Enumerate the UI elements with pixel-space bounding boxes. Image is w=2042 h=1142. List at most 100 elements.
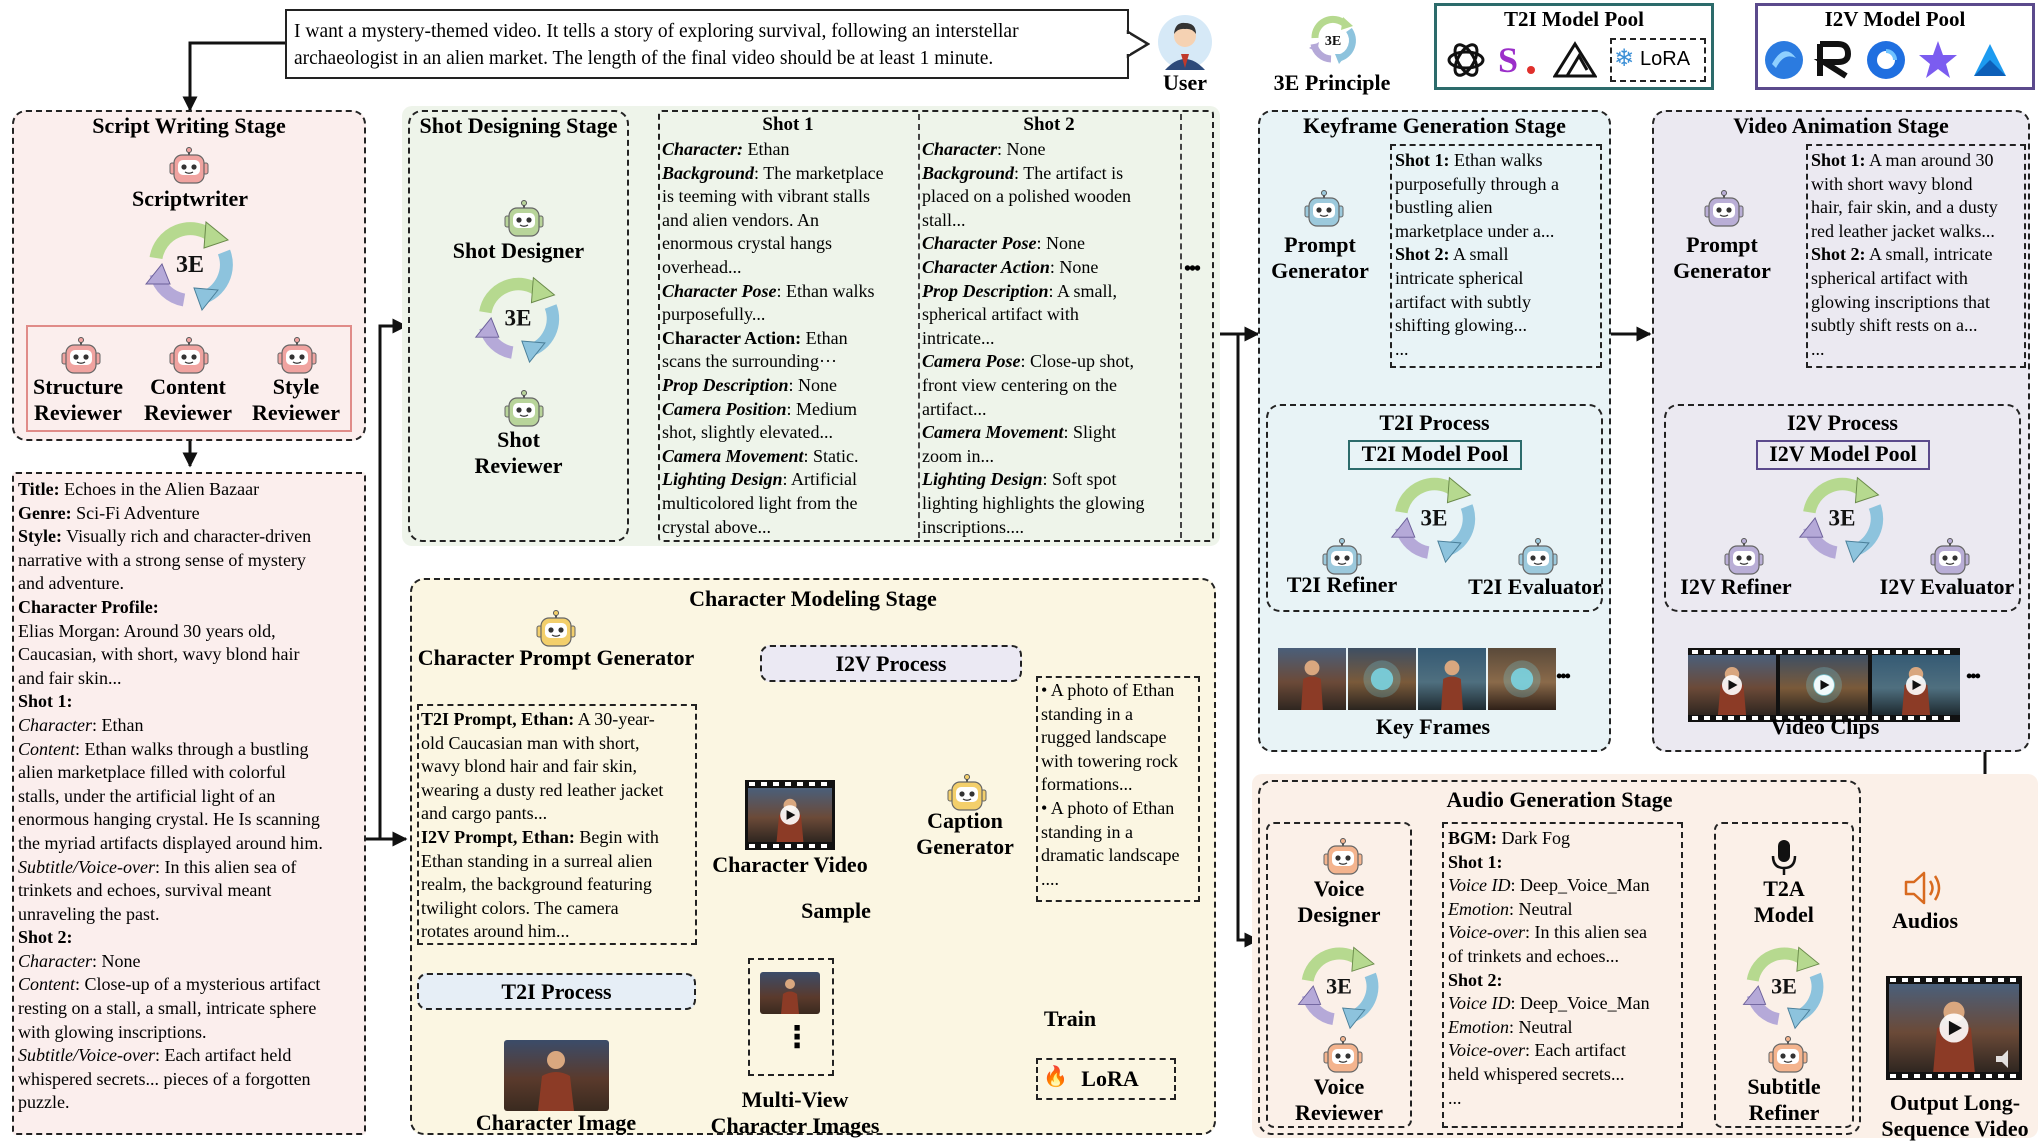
video-i2v-process-title: I2V Process	[1786, 410, 1898, 435]
text-run: Emotion	[1448, 1016, 1509, 1037]
i2v-model-logo-1-icon	[1765, 41, 1803, 79]
text-line: Voice ID: Deep_Voice_Man	[1448, 992, 1684, 1016]
text-run: stalls, under the artificial light of an	[18, 785, 276, 806]
t2a-model-label: T2A Model	[1714, 876, 1854, 928]
i2v-model-logo-4-icon	[1919, 41, 1957, 78]
text-run: Ethan walks	[1449, 150, 1543, 170]
text-line: Background: The marketplace	[662, 162, 918, 186]
character-image-label: Character Image	[475, 1110, 637, 1135]
flux-logo-icon	[1553, 41, 1597, 78]
text-run: purposefully...	[662, 304, 766, 325]
text-run: of trinkets and echoes...	[1448, 945, 1619, 966]
svg-text:3E: 3E	[1326, 973, 1352, 998]
caption-generator-label: Caption Generator	[900, 808, 1030, 860]
text-line: I2V Prompt, Ethan: Begin with	[421, 826, 699, 850]
text-run: rotates around him...	[421, 921, 570, 942]
text-line: rotates around him...	[421, 920, 699, 944]
character-prompt-text: T2I Prompt, Ethan: A 30-year-old Caucasi…	[421, 708, 699, 944]
video-model-pool-chip	[1756, 440, 1930, 470]
caption-line: rugged landscape	[1041, 727, 1167, 748]
text-run: intricate spherical	[1395, 267, 1524, 288]
text-line: lighting highlights the glowing	[922, 492, 1180, 516]
text-run: A 30-year-	[574, 709, 655, 729]
multiview-vertical-dots: ⋮	[782, 1020, 812, 1055]
shot-reviewer-robot-icon	[502, 390, 546, 435]
voice-designer-label: Voice Designer	[1266, 876, 1412, 928]
text-line: shifting glowing...	[1395, 314, 1601, 338]
reviewers-group	[26, 325, 352, 432]
t2a-model-line2: Model	[1754, 902, 1814, 927]
text-run: whispered secrets... pieces of a forgott…	[18, 1068, 311, 1089]
subtitle-refiner-robot-icon	[1766, 1036, 1810, 1081]
text-run: intricate...	[922, 327, 995, 348]
text-run: realm, the background featuring	[421, 874, 652, 895]
text-run: trinkets and echoes, survival meant	[18, 880, 272, 901]
t2a-model-line1: T2A	[1763, 876, 1805, 901]
text-line: bustling alien	[1395, 196, 1601, 220]
lora-output-box	[1036, 1058, 1176, 1100]
character-prompt-box	[417, 704, 697, 945]
t2i-refiner-robot-icon	[1320, 538, 1364, 583]
text-run: Camera Position	[662, 398, 787, 419]
principle-cycle-icon: 3E	[1309, 15, 1356, 64]
text-run: bustling alien	[1395, 197, 1493, 218]
text-run: Character Profile:	[18, 596, 159, 617]
text-line: Character Pose: Ethan walks	[662, 280, 918, 304]
shot-designer-robot-icon	[502, 200, 546, 245]
multiview-line1: Multi-View	[741, 1087, 849, 1112]
text-run: and adventure.	[18, 573, 124, 594]
text-run: : A small,	[1048, 280, 1118, 301]
text-line: and alien vendors. An	[662, 209, 918, 233]
i2v-evaluator-robot-icon	[1928, 538, 1972, 583]
text-run: : None	[1049, 256, 1099, 277]
subtitle-refiner-label: Subtitle Refiner	[1714, 1074, 1854, 1126]
user-prompt-line: I want a mystery-themed video. It tells …	[294, 21, 1019, 42]
character-image-figure	[538, 1051, 574, 1111]
text-run: hair, fair skin, and a dusty	[1811, 197, 1998, 218]
text-line: red leather jacket walks...	[1811, 220, 2025, 244]
text-run: : In this alien sea of	[154, 856, 297, 877]
shot1-title: Shot 1	[762, 114, 814, 135]
multiview-images-box	[748, 958, 834, 1076]
text-run: ...	[1811, 338, 1825, 359]
text-line: Ethan standing in a surreal alien	[421, 850, 699, 874]
text-run: crystal above...	[662, 516, 771, 537]
keyframe-prompt-generator-robot-icon	[1302, 190, 1346, 235]
text-line: Shot 1: Ethan walks	[1395, 149, 1601, 173]
shot-column-divider	[918, 114, 920, 538]
text-line: front view centering on the	[922, 374, 1180, 398]
text-line: wearing a dusty red leather jacket	[421, 779, 699, 803]
text-run: and fair skin...	[18, 667, 122, 688]
text-run: Background	[662, 162, 755, 183]
fire-icon: 🔥	[1043, 1064, 1068, 1088]
user-avatar-icon	[1158, 15, 1212, 70]
script-3e-cycle-icon: 3E	[140, 214, 240, 319]
text-run: spherical artifact with	[1811, 267, 1968, 288]
text-run: : Deep_Voice_Man	[1510, 875, 1650, 896]
text-run: Shot 1:	[18, 691, 73, 712]
lora-snowflake-icon: ❄	[1614, 44, 1635, 72]
shot-more-divider	[1180, 114, 1182, 538]
text-line: puzzle.	[18, 1091, 364, 1115]
text-run: Lighting Design	[662, 469, 783, 490]
text-line: Shot 2: A small, intricate	[1811, 243, 2025, 267]
character-prompt-generator-label: Character Prompt Generator	[417, 645, 695, 670]
text-run: is teeming with vibrant stalls	[662, 186, 870, 207]
text-line: Voice-over: Each artifact	[1448, 1039, 1684, 1063]
text-line: BGM: Dark Fog	[1448, 827, 1684, 851]
text-line: Title: Echoes in the Alien Bazaar	[18, 478, 364, 502]
text-run: Character Pose	[922, 233, 1037, 254]
text-line: subtly shift rests on a...	[1811, 314, 2025, 338]
text-line: purposefully...	[662, 303, 918, 327]
subtitle-refiner-line2: Refiner	[1748, 1100, 1820, 1125]
audios-label: Audios	[1891, 908, 1959, 933]
caption-list-text: • A photo of Ethan standing in a rugged …	[1041, 679, 1201, 891]
text-line: Shot 1: A man around 30	[1811, 149, 2025, 173]
text-run: with glowing inscriptions.	[18, 1021, 207, 1042]
speaker-icon	[1904, 871, 1941, 905]
text-line: and adventure.	[18, 572, 364, 596]
text-line: ...	[1395, 338, 1601, 362]
text-run: Begin with	[574, 826, 659, 847]
